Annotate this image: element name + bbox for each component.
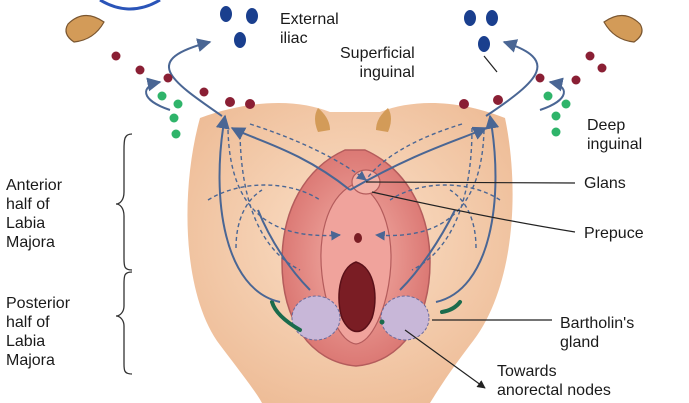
label-anterior-half-labia-majora: Anterior half of Labia Majora (6, 176, 62, 252)
bartholin-gland-left (292, 296, 340, 340)
label-prepuce: Prepuce (584, 224, 644, 243)
bartholin-dot (380, 320, 385, 325)
label-deep-inguinal: Deep inguinal (587, 116, 642, 154)
label-towards-anorectal-nodes: Towards anorectal nodes (497, 362, 611, 400)
right-femur-end (604, 15, 642, 42)
vaginal-orifice (339, 262, 375, 332)
label-glans: Glans (584, 174, 626, 193)
urethral-opening (354, 233, 362, 243)
posterior-bracket (116, 272, 132, 374)
bartholin-gland-right (381, 296, 429, 340)
anterior-bracket (116, 134, 132, 270)
label-posterior-half-labia-majora: Posterior half of Labia Majora (6, 294, 70, 370)
partial-ring-decoration (100, 0, 160, 9)
label-external-iliac: External iliac (280, 10, 339, 48)
left-femur-end (66, 15, 104, 42)
label-bartholins-gland: Bartholin's gland (560, 314, 634, 352)
label-superficial-inguinal: Superficial inguinal (340, 44, 415, 82)
